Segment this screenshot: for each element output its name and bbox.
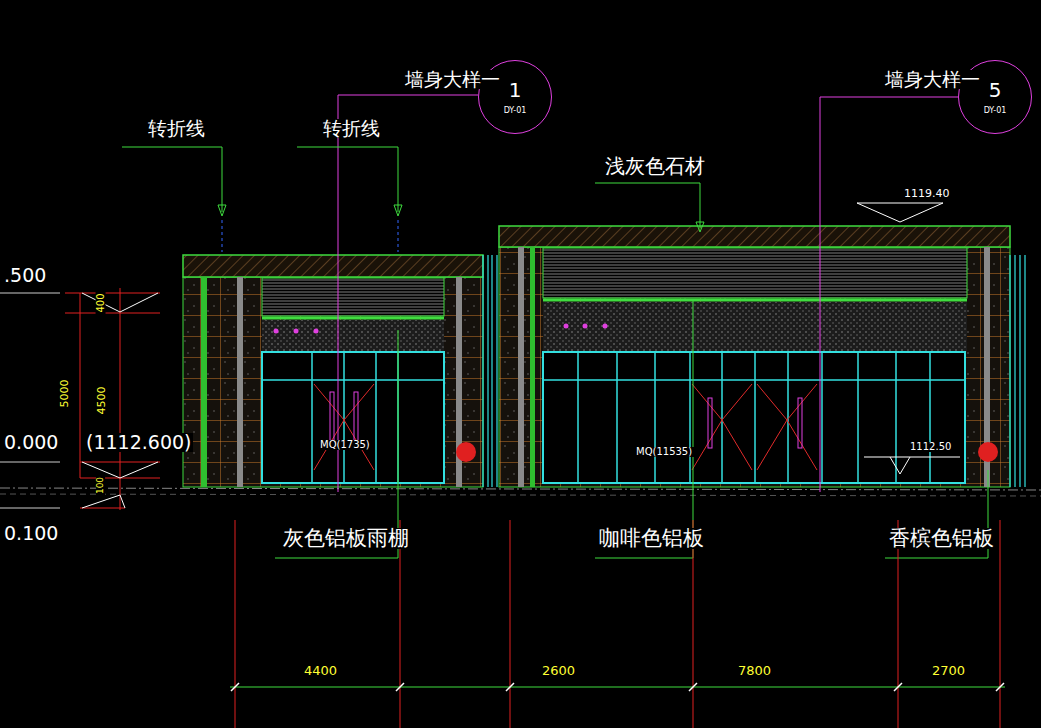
- material-note: 灰色铝板雨棚: [281, 528, 411, 549]
- callout-number: 5: [989, 79, 1002, 101]
- callout-title: 墙身大样一: [403, 70, 502, 89]
- door-tag: MQ(1735): [318, 440, 372, 450]
- level-value: 0.000: [2, 433, 60, 452]
- level-value: (1112.600): [84, 433, 193, 452]
- material-note: 浅灰色石材: [603, 156, 707, 176]
- dimension: 2700: [930, 664, 967, 677]
- level-value: .500: [2, 266, 48, 285]
- break-line-note: 转折线: [146, 119, 207, 138]
- dimension: 7800: [736, 664, 773, 677]
- sheet-reference: DY-01: [504, 107, 527, 116]
- level-value: 0.100: [2, 524, 60, 543]
- level-value: 1119.40: [902, 188, 952, 199]
- dimension: 5000: [59, 377, 70, 409]
- dimension: 4500: [96, 384, 107, 416]
- dimension: 400: [96, 291, 106, 314]
- break-line-note: 转折线: [321, 119, 382, 138]
- material-note: 咖啡色铝板: [597, 528, 706, 549]
- dimension: 2600: [540, 664, 577, 677]
- dimension: 4400: [302, 664, 339, 677]
- dimension: 100: [97, 474, 106, 495]
- level-value: 1112.50: [908, 442, 953, 452]
- material-note: 香槟色铝板: [887, 528, 996, 549]
- sheet-reference: DY-01: [984, 107, 1007, 116]
- callout-title: 墙身大样一: [883, 70, 982, 89]
- callout-number: 1: [509, 79, 522, 101]
- door-tag: MQ(11535): [634, 447, 694, 457]
